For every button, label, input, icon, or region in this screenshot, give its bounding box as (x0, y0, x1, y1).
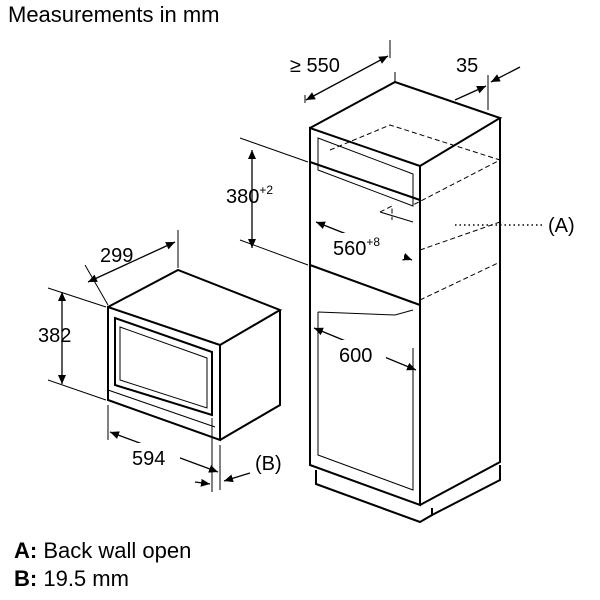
legend-key-a: A: (14, 538, 38, 563)
device-depth-label: 299 (100, 245, 133, 267)
appliance (107, 268, 283, 442)
page-title: Measurements in mm (8, 2, 220, 27)
back-gap-label: 35 (456, 55, 478, 77)
marker-b-label: (B) (255, 453, 282, 475)
tall-cabinet (309, 80, 503, 524)
niche-height-label: 380+2 (226, 183, 273, 208)
dimension-back-gap: 35 (394, 55, 521, 110)
dimension-cabinet-width: 600 (313, 327, 417, 371)
cabinet-width-label: 600 (339, 345, 372, 367)
device-width-label: 594 (132, 448, 165, 470)
dimension-niche-width: 560+8 (315, 221, 413, 261)
dimension-device-width: 594 (107, 405, 221, 490)
depth-min-label: ≥ 550 (290, 55, 340, 77)
legend-item-b: B: 19.5 mm (14, 566, 129, 592)
legend-text-a: Back wall open (43, 538, 192, 563)
legend-key-b: B: (14, 566, 38, 591)
device-height-label: 382 (38, 325, 71, 347)
dimension-device-depth: 299 (84, 230, 179, 306)
dimension-device-height: 382 (38, 287, 107, 401)
dimension-niche-height: 380+2 (226, 137, 309, 266)
marker-a-label: (A) (548, 215, 575, 237)
marker-a: (A) (455, 215, 575, 237)
marker-b: (B) (194, 418, 282, 492)
dimension-depth: ≥ 550 (290, 40, 391, 103)
niche-width-label: 560+8 (333, 235, 380, 260)
legend-item-a: A: Back wall open (14, 538, 191, 564)
legend-text-b: 19.5 mm (43, 566, 129, 591)
